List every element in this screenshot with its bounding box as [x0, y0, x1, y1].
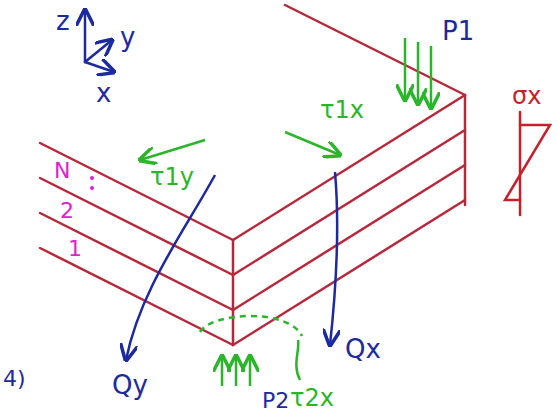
layer-number: 2	[60, 200, 74, 222]
stress-label: σx	[512, 84, 541, 108]
axis-label: y	[120, 24, 135, 50]
shear-label: τ1y	[150, 165, 194, 189]
laminate-plate	[40, 5, 465, 345]
stress-distribution	[505, 112, 550, 215]
load-label: P2	[262, 390, 289, 412]
axis-label: x	[96, 80, 111, 106]
layer-dots	[90, 176, 94, 190]
shear-label: τ1x	[320, 98, 364, 122]
equation-number: 4)	[3, 368, 26, 390]
load-label: P1	[442, 18, 474, 44]
shear-force-arrows	[126, 172, 337, 360]
shear-label: τ2x	[290, 386, 334, 410]
force-label: Qx	[345, 336, 381, 362]
axis-label: z	[56, 8, 70, 34]
pressure-arrows	[405, 38, 431, 108]
shear-arrows	[140, 132, 340, 380]
force-label: Qy	[112, 372, 148, 398]
axes	[85, 10, 114, 72]
pressure-arrows	[222, 356, 250, 386]
layer-number: N	[54, 160, 70, 182]
layer-number: 1	[68, 238, 82, 260]
